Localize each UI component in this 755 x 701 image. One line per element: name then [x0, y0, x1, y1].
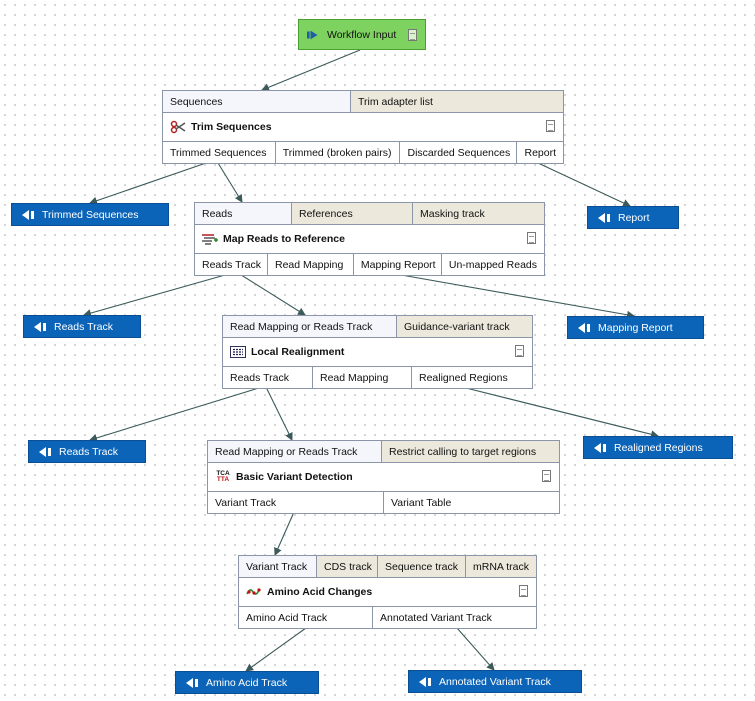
- input-port-cds-track[interactable]: CDS track: [317, 556, 378, 577]
- amino-acid-changes-node[interactable]: Variant Track CDS track Sequence track m…: [238, 555, 537, 629]
- output-arrow-icon: [186, 677, 200, 688]
- output-port-read-mapping[interactable]: Read Mapping: [313, 367, 412, 388]
- input-port-trim-adapter-list[interactable]: Trim adapter list: [351, 91, 563, 112]
- output-port-amino-acid-track[interactable]: Amino Acid Track: [239, 607, 373, 628]
- input-port-sequence-track[interactable]: Sequence track: [378, 556, 466, 577]
- output-port-reads-track[interactable]: Reads Track: [223, 367, 313, 388]
- workflow-output-mapping-report[interactable]: Mapping Report: [567, 316, 704, 339]
- icon-text-bottom: TTA: [216, 476, 230, 483]
- output-label: Amino Acid Track: [206, 676, 288, 689]
- edge-mappingreport-to-output: [389, 272, 635, 319]
- output-arrow-icon: [578, 322, 592, 333]
- output-label: Trimmed Sequences: [42, 208, 139, 221]
- node-title: Trim Sequences: [191, 121, 272, 133]
- output-port-reads-track[interactable]: Reads Track: [195, 254, 268, 275]
- amino-acid-icon: [246, 585, 262, 599]
- input-port-guidance-variant-track[interactable]: Guidance-variant track: [397, 316, 532, 337]
- input-port-restrict-calling[interactable]: Restrict calling to target regions: [382, 441, 559, 462]
- edge-annotated-to-output: [456, 627, 495, 671]
- edge-readstrack-to-output: [83, 272, 233, 317]
- edge-input-to-trim: [261, 49, 361, 92]
- document-icon[interactable]: [527, 232, 536, 244]
- output-arrow-icon: [598, 212, 612, 223]
- map-reads-icon: [202, 232, 218, 246]
- workflow-output-trimmed-sequences[interactable]: Trimmed Sequences: [11, 203, 169, 226]
- document-icon[interactable]: [515, 345, 524, 357]
- input-port-mrna-track[interactable]: mRNA track: [466, 556, 537, 577]
- output-label: Annotated Variant Track: [439, 675, 551, 688]
- output-port-unmapped-reads[interactable]: Un-mapped Reads: [441, 254, 544, 275]
- output-label: Reads Track: [54, 320, 113, 333]
- output-port-report[interactable]: Report: [517, 142, 563, 163]
- variant-detection-icon: TCA TTA: [215, 470, 231, 484]
- input-port-variant-track[interactable]: Variant Track: [239, 556, 317, 577]
- input-port-sequences[interactable]: Sequences: [163, 91, 351, 112]
- edge-varianttrack-to-aac: [274, 511, 295, 556]
- edge-readstrack-to-realign: [237, 272, 306, 316]
- edge-trimmed-to-output: [89, 162, 207, 205]
- edge-report-to-output: [537, 162, 631, 207]
- basic-variant-detection-node[interactable]: Read Mapping or Reads Track Restrict cal…: [207, 440, 560, 514]
- output-port-variant-track[interactable]: Variant Track: [208, 492, 384, 513]
- output-label: Reads Track: [59, 445, 118, 458]
- workflow-input-label: Workflow Input: [327, 28, 397, 41]
- document-icon: [408, 29, 417, 41]
- output-arrow-icon: [34, 321, 48, 332]
- workflow-output-amino-acid-track[interactable]: Amino Acid Track: [175, 671, 319, 694]
- output-label: Realigned Regions: [614, 441, 703, 454]
- input-port-reads[interactable]: Reads: [195, 203, 292, 224]
- output-port-read-mapping[interactable]: Read Mapping: [268, 254, 354, 275]
- icon-text-top: TCA: [216, 469, 230, 477]
- output-arrow-icon: [39, 446, 53, 457]
- node-title: Map Reads to Reference: [223, 233, 345, 245]
- output-port-realigned-regions[interactable]: Realigned Regions: [412, 367, 532, 388]
- map-reads-node[interactable]: Reads References Masking track Map Reads…: [194, 202, 545, 276]
- edge-trimmed-to-map: [217, 162, 243, 203]
- document-icon[interactable]: [519, 585, 528, 597]
- edge-realigned-regions-to-output: [461, 386, 659, 439]
- scissors-icon: [170, 120, 186, 134]
- workflow-output-reads-track[interactable]: Reads Track: [23, 315, 141, 338]
- node-title: Basic Variant Detection: [236, 471, 353, 483]
- input-port-masking-track[interactable]: Masking track: [413, 203, 544, 224]
- document-icon[interactable]: [546, 120, 555, 132]
- workflow-output-realigned-regions[interactable]: Realigned Regions: [583, 436, 733, 459]
- edge-realign-readstrack-to-bvd: [265, 386, 293, 441]
- output-arrow-icon: [594, 442, 608, 453]
- input-port-read-mapping-or-reads-track[interactable]: Read Mapping or Reads Track: [223, 316, 397, 337]
- edge-aminoacid-to-output: [245, 627, 307, 672]
- node-title: Amino Acid Changes: [267, 586, 373, 598]
- output-port-mapping-report[interactable]: Mapping Report: [353, 254, 442, 275]
- input-port-read-mapping-or-reads-track[interactable]: Read Mapping or Reads Track: [208, 441, 382, 462]
- trim-sequences-node[interactable]: Sequences Trim adapter list Trim Sequenc…: [162, 90, 564, 164]
- realignment-icon: [230, 345, 246, 359]
- node-title: Local Realignment: [251, 346, 345, 358]
- output-label: Report: [618, 211, 650, 224]
- workflow-output-annotated-variant-track[interactable]: Annotated Variant Track: [408, 670, 582, 693]
- output-port-discarded-sequences[interactable]: Discarded Sequences: [400, 142, 518, 163]
- local-realignment-node[interactable]: Read Mapping or Reads Track Guidance-var…: [222, 315, 533, 389]
- document-icon[interactable]: [542, 470, 551, 482]
- output-label: Mapping Report: [598, 321, 673, 334]
- output-port-variant-table[interactable]: Variant Table: [384, 492, 559, 513]
- edge-realign-readstrack-to-output: [89, 386, 263, 442]
- output-port-trimmed-broken-pairs[interactable]: Trimmed (broken pairs): [275, 142, 401, 163]
- output-port-annotated-variant-track[interactable]: Annotated Variant Track: [373, 607, 536, 628]
- output-arrow-icon: [22, 209, 36, 220]
- workflow-output-reads-track-2[interactable]: Reads Track: [28, 440, 146, 463]
- input-port-references[interactable]: References: [292, 203, 413, 224]
- output-port-trimmed-sequences[interactable]: Trimmed Sequences: [163, 142, 276, 163]
- workflow-output-report[interactable]: Report: [587, 206, 679, 229]
- workflow-input-node[interactable]: Workflow Input: [298, 19, 426, 50]
- output-arrow-icon: [419, 676, 433, 687]
- input-arrow-icon: [307, 30, 321, 40]
